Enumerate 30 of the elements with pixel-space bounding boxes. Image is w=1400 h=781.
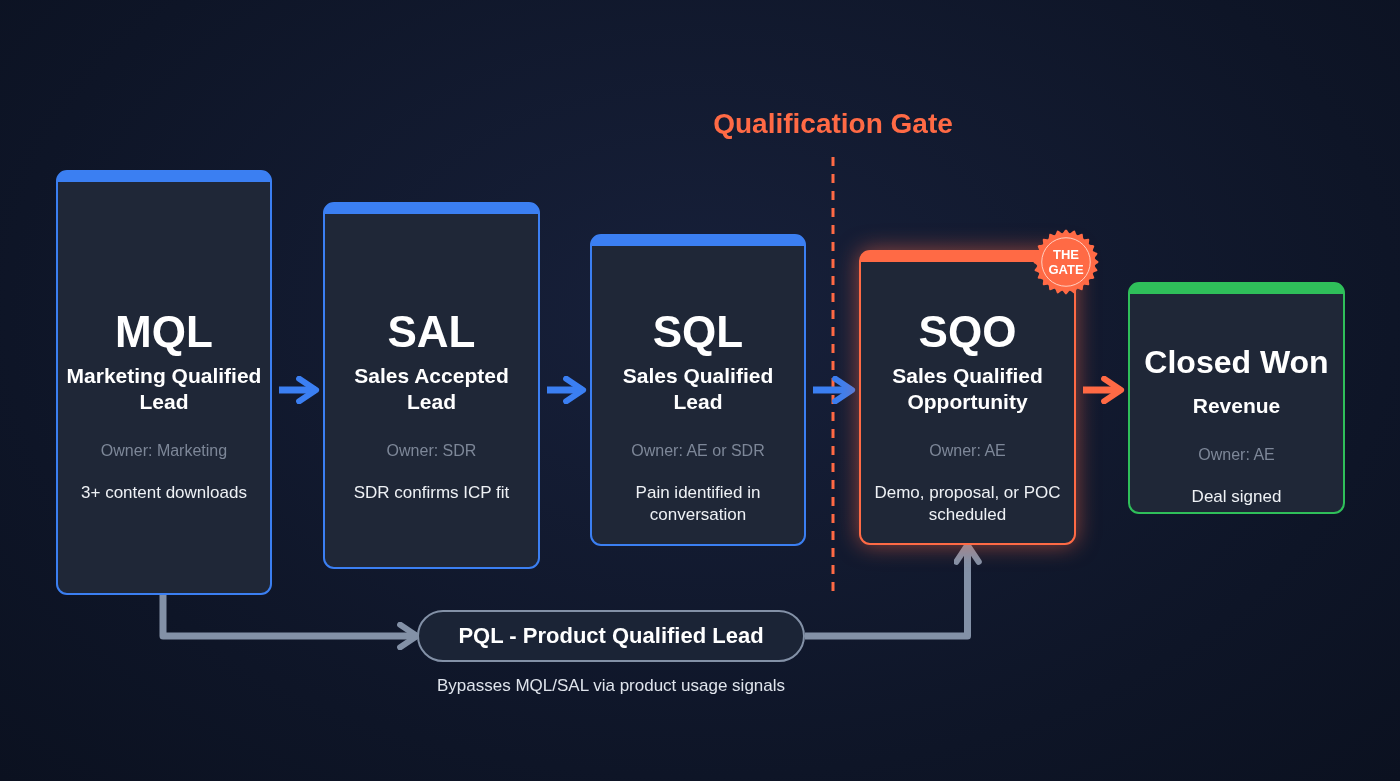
stage-title: Closed Won: [1143, 343, 1330, 382]
stage-description: SDR confirms ICP fit: [352, 482, 511, 504]
stage-description: Deal signed: [1190, 486, 1283, 508]
owner-text: Owner: AE: [928, 441, 1007, 461]
stage-title: MQL: [114, 307, 214, 357]
stage-description: Pain identified in conversation: [634, 482, 762, 526]
stage-subtitle: Marketing Qualified Lead: [65, 363, 263, 415]
stage-title: SAL: [386, 307, 477, 357]
gate-heading: Qualification Gate: [713, 108, 953, 140]
stage-card: [1128, 282, 1345, 514]
stage-title: SQL: [651, 307, 745, 357]
owner-text: Owner: AE or SDR: [630, 441, 766, 461]
pql-pill: [417, 610, 805, 662]
stage-subtitle: Sales Qualified Lead: [621, 363, 775, 415]
owner-text: Owner: SDR: [385, 441, 478, 461]
owner-text: Owner: AE: [1197, 445, 1276, 465]
stage-description: 3+ content downloads: [80, 482, 248, 504]
gate-badge: [1033, 229, 1099, 295]
node-caption: Bypasses MQL/SAL via product usage signals: [436, 676, 786, 696]
stage-card: [323, 202, 540, 569]
pill-text: PQL - Product Qualified Lead: [458, 623, 764, 649]
badge-text: THE GATE: [1047, 247, 1085, 277]
stage-subtitle: Sales Qualified Opportunity: [891, 363, 1044, 415]
stage-card: [56, 170, 272, 595]
stage-subtitle: Revenue: [1191, 393, 1282, 419]
stage-subtitle: Sales Accepted Lead: [353, 363, 510, 415]
stage-title: SQO: [917, 307, 1018, 357]
owner-text: Owner: Marketing: [99, 441, 229, 461]
stage-description: Demo, proposal, or POC scheduled: [873, 482, 1062, 526]
stage-card: [590, 234, 806, 546]
